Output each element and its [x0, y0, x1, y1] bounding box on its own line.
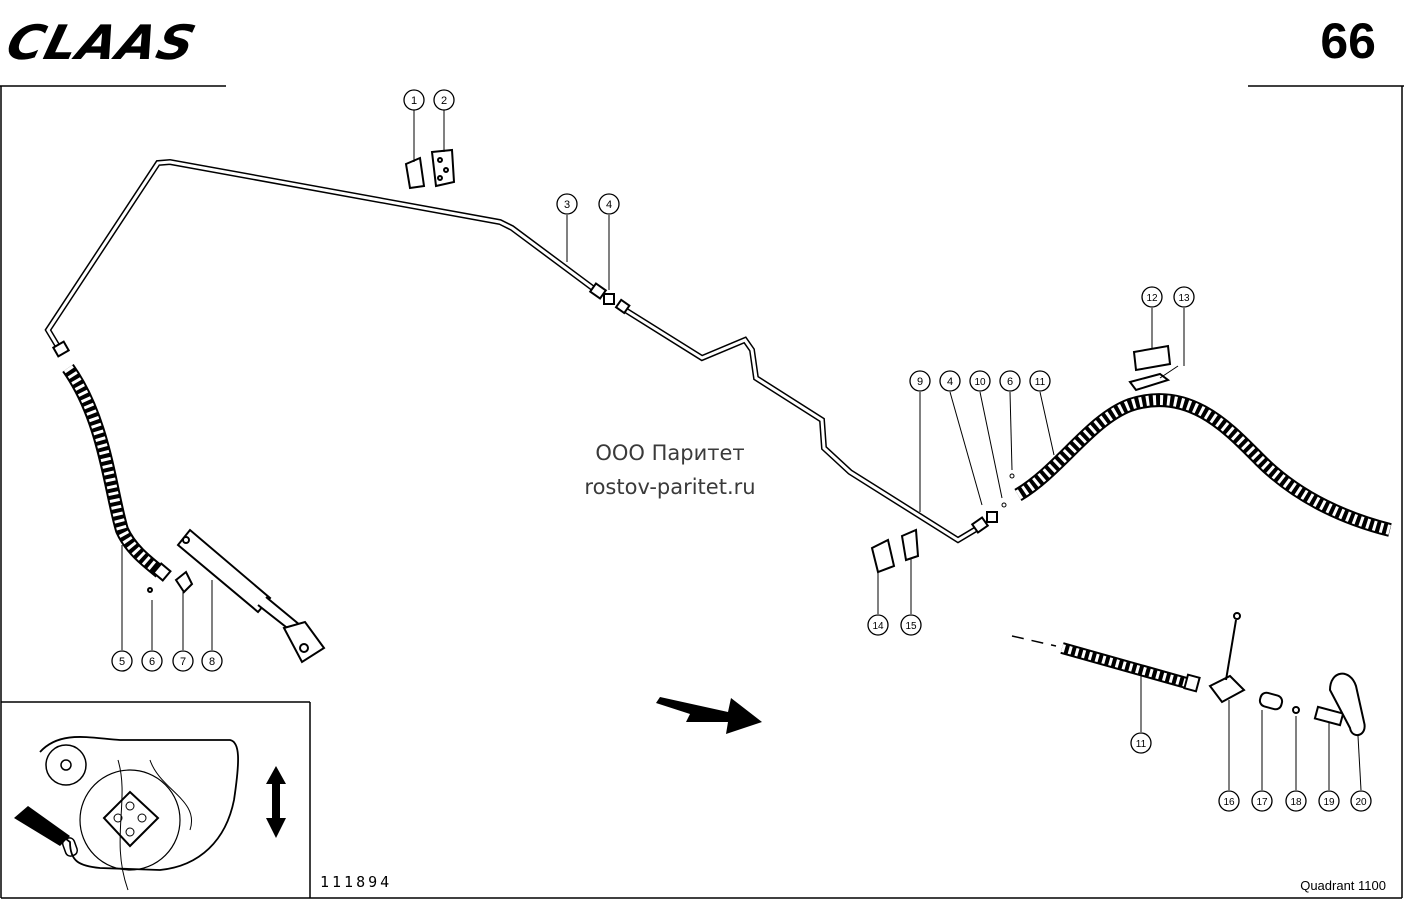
page-number: 66: [1320, 13, 1376, 69]
left-hose: [62, 363, 165, 578]
watermark: ООО Паритет rostov-paritet.ru: [520, 436, 820, 504]
callout-circle: [1350, 790, 1372, 812]
callout-label: 11: [1136, 739, 1147, 750]
callout-label: 8: [209, 656, 215, 668]
callout-label: 11: [1035, 377, 1046, 388]
callout-label: 5: [119, 656, 125, 668]
callout-circle: [111, 650, 133, 672]
callout-circle: [1285, 790, 1307, 812]
inset-view: [1, 701, 311, 898]
callout-circle: [141, 650, 163, 672]
callout-circle: [172, 650, 194, 672]
callout-label: 6: [149, 656, 155, 668]
callout-label: 4: [606, 199, 612, 211]
lower-hose: [1011, 635, 1192, 690]
callout-label: 14: [872, 621, 884, 632]
callout-label: 20: [1355, 797, 1367, 808]
direction-arrow-icon: [656, 697, 762, 734]
callout-label: 16: [1223, 797, 1235, 808]
shutoff-valve: [1183, 612, 1366, 737]
callout-circle: [900, 614, 922, 636]
callout-circle: [1141, 286, 1163, 308]
callout-label: 6: [1007, 376, 1013, 388]
callout-circle: [969, 370, 991, 392]
callout-circle: [1251, 790, 1273, 812]
callout-label: 13: [1178, 293, 1190, 304]
page-frame: [0, 85, 1404, 899]
callout-circle: [867, 614, 889, 636]
watermark-company: ООО Паритет: [595, 441, 745, 465]
callout-circle: [1029, 370, 1051, 392]
callout-circle: [201, 650, 223, 672]
clamp-1-2: [404, 148, 456, 190]
callout-label: 7: [180, 656, 186, 668]
callout-label: 1: [411, 95, 417, 107]
callout-circle: [1318, 790, 1340, 812]
callout-label: 18: [1290, 797, 1302, 808]
callout-circle: [556, 193, 578, 215]
leader-lines: [121, 110, 1362, 791]
callout-circle: [909, 370, 931, 392]
callout-label: 2: [441, 95, 447, 107]
callout-circle: [403, 89, 425, 111]
watermark-url: rostov-paritet.ru: [584, 475, 756, 499]
callout-label: 12: [1146, 293, 1158, 304]
upper-pipe: [44, 158, 980, 544]
callout-label: 19: [1323, 797, 1335, 808]
clamp-14-15: [870, 528, 920, 574]
callout-circle: [433, 89, 455, 111]
callout-label: 10: [974, 377, 986, 388]
double-arrow-icon: [266, 766, 286, 838]
callout-label: 3: [564, 199, 570, 211]
drawing-number: 111894: [320, 873, 393, 891]
right-hose: [1014, 393, 1392, 537]
callout-circle: [939, 370, 961, 392]
callout-label: 9: [917, 376, 923, 388]
callout-circle: [598, 193, 620, 215]
pipe-fittings: [51, 282, 998, 534]
callout-circle: [1173, 286, 1195, 308]
callout-label: 4: [947, 376, 953, 388]
callout-label: 15: [905, 621, 917, 632]
callout-circle: [999, 370, 1021, 392]
callout-label: 17: [1256, 797, 1268, 808]
callout-circle: [1130, 732, 1152, 754]
model-name: Quadrant 1100: [1300, 878, 1386, 893]
hydraulic-cylinder: [147, 528, 326, 664]
clamp-12-13: [1128, 344, 1172, 392]
callout-circle: [1218, 790, 1240, 812]
